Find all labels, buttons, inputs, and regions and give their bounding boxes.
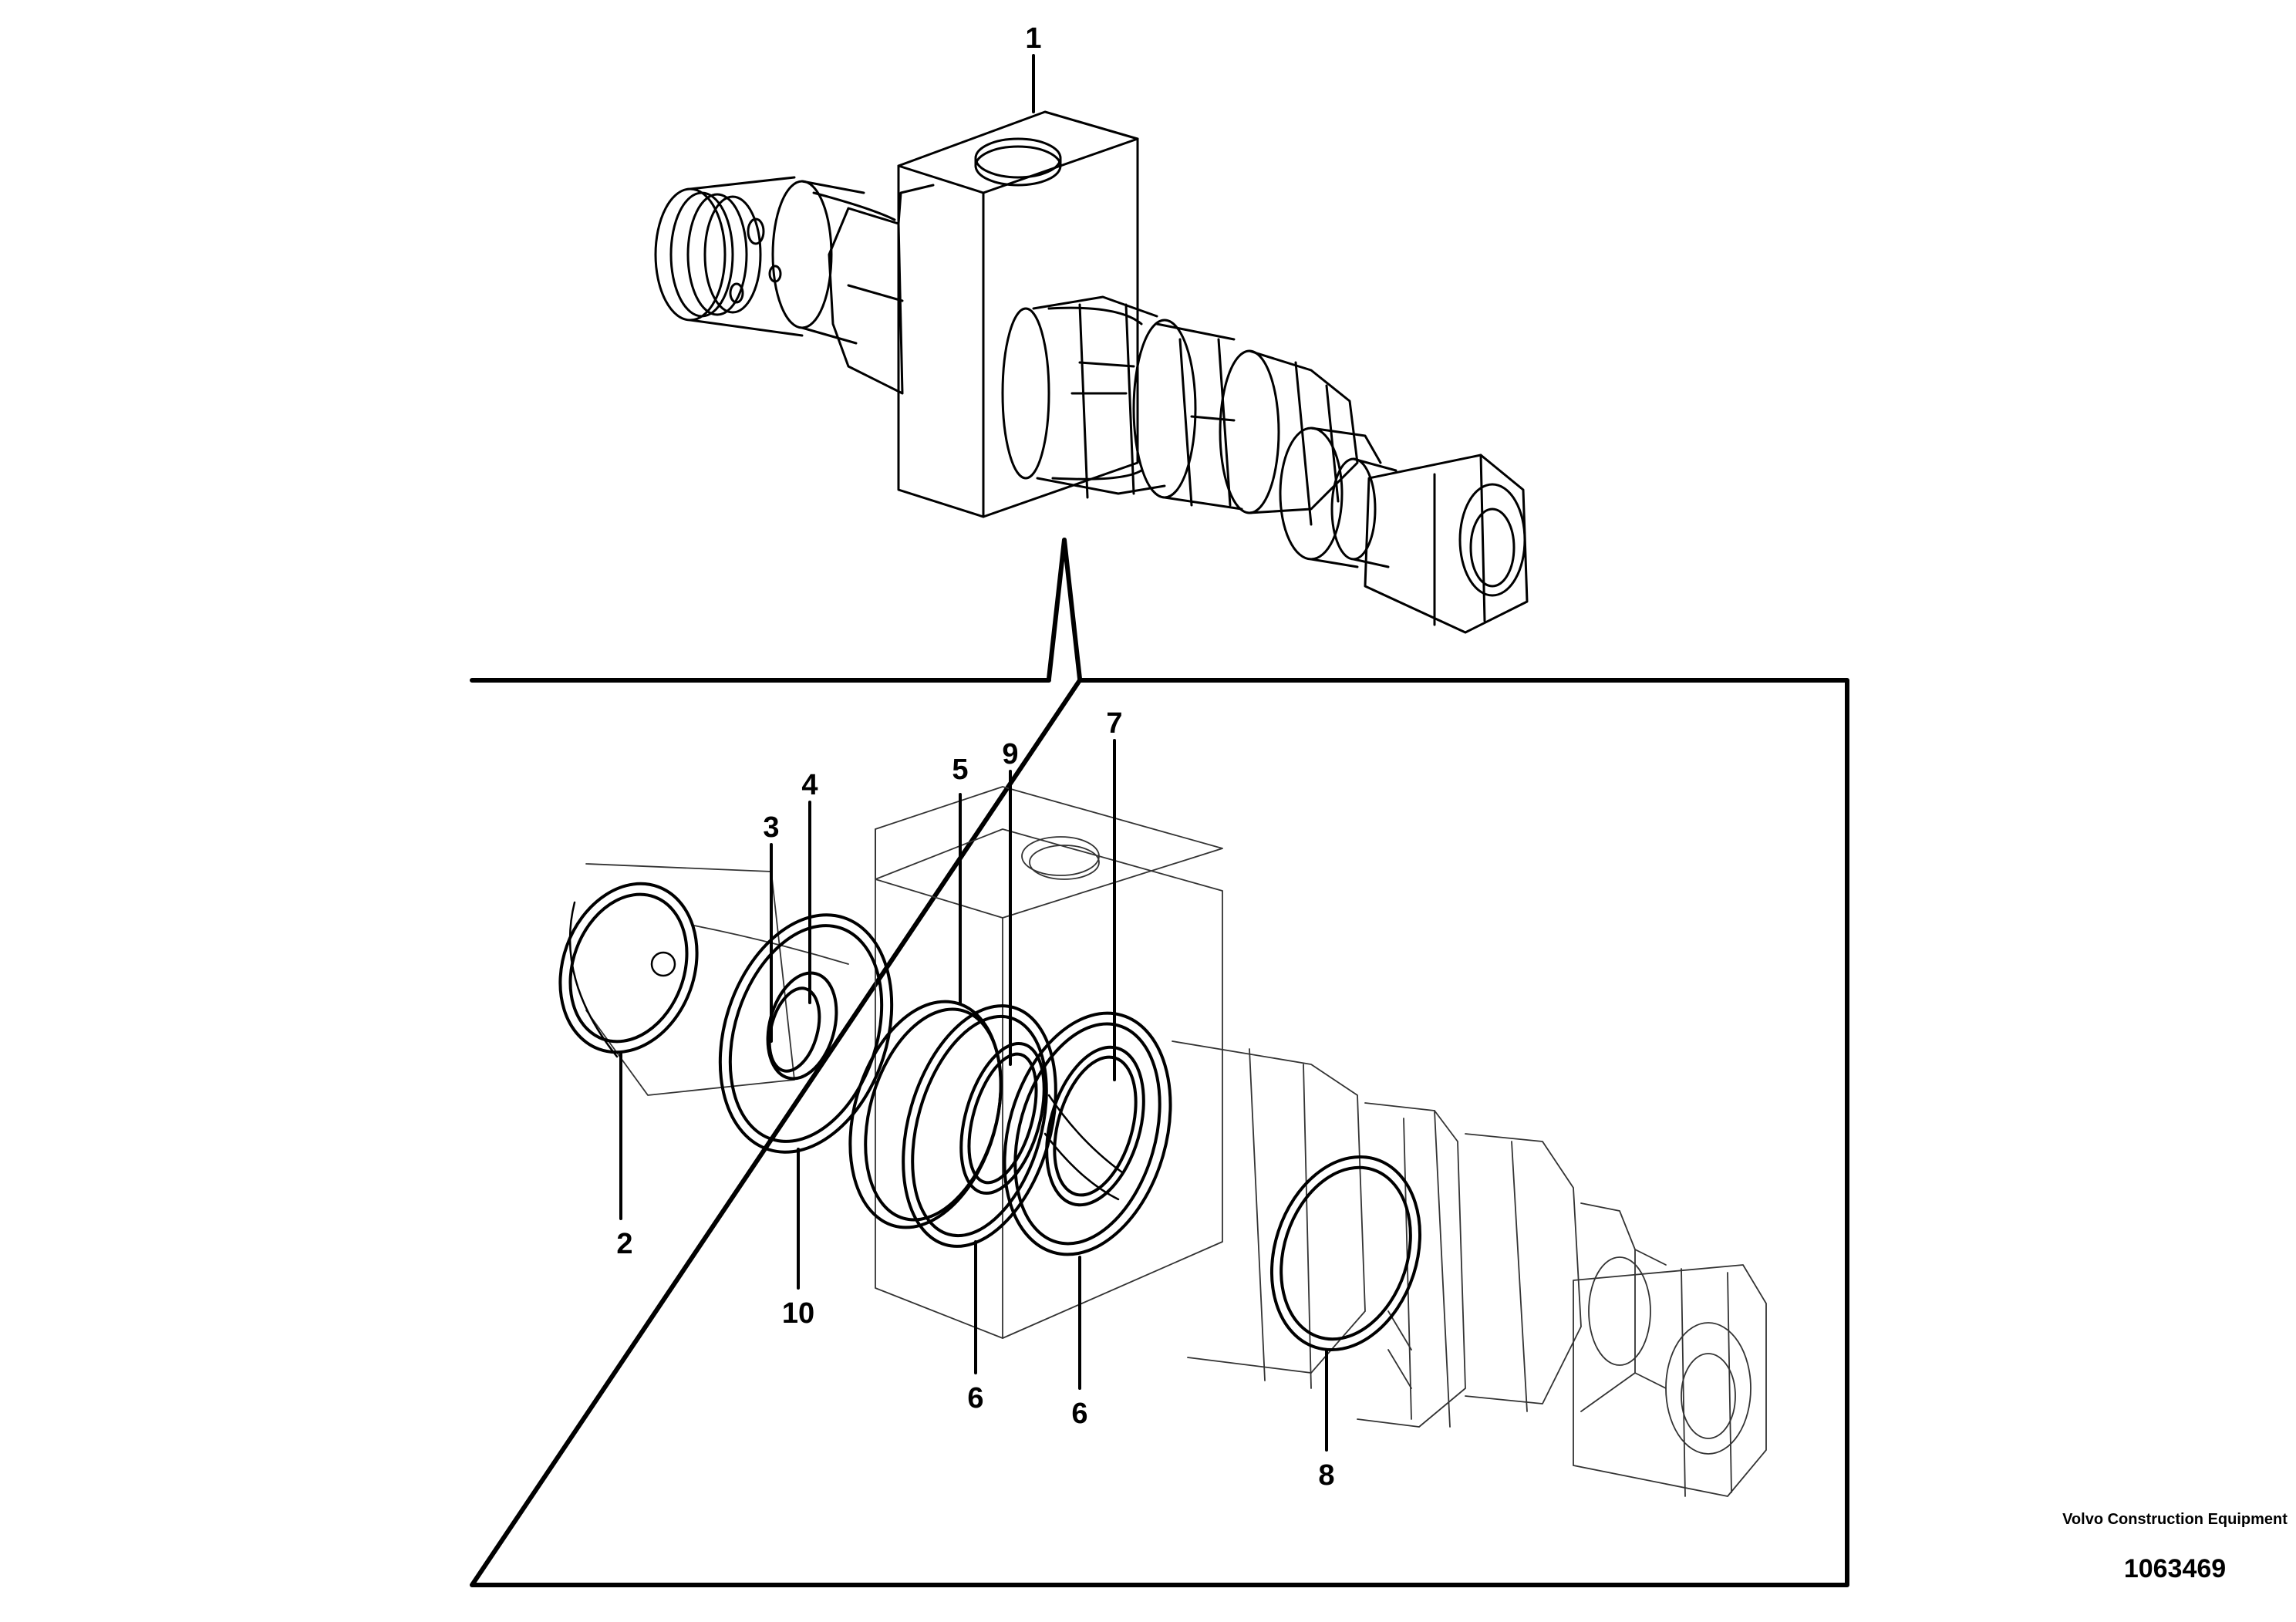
detail-pointer xyxy=(1047,538,1082,681)
valve-assembly-overview xyxy=(654,110,1529,634)
callout-5: 5 xyxy=(952,754,968,786)
leader-lines xyxy=(619,54,1328,1452)
oring-6b xyxy=(1003,1011,1172,1256)
callout-8: 8 xyxy=(1318,1459,1334,1492)
ghosted-valve-assembly xyxy=(585,786,1767,1497)
backup-ring-5 xyxy=(848,1000,1003,1229)
oring-6a xyxy=(902,1004,1057,1248)
callout-10: 10 xyxy=(782,1297,814,1330)
callout-6a: 6 xyxy=(967,1382,983,1415)
detail-frame xyxy=(470,678,1849,1587)
oring-10 xyxy=(718,913,894,1154)
callout-2: 2 xyxy=(616,1228,632,1260)
callout-6b: 6 xyxy=(1071,1398,1087,1430)
callout-labels: 1 2 3 4 5 9 7 10 6 6 8 xyxy=(616,22,1334,1492)
callout-1: 1 xyxy=(1025,22,1041,55)
callout-3: 3 xyxy=(763,811,779,844)
drawing-number: 1063469 xyxy=(2123,1554,2227,1583)
oring-2 xyxy=(558,882,699,1054)
callout-9: 9 xyxy=(1002,738,1018,771)
callout-4: 4 xyxy=(801,769,818,801)
callout-7: 7 xyxy=(1106,707,1122,740)
oring-8 xyxy=(1269,1155,1422,1352)
seal-rings xyxy=(558,882,1422,1352)
backup-ring-7 xyxy=(1045,1045,1145,1207)
publisher-credit: Volvo Construction Equipment xyxy=(2062,1511,2288,1528)
oring-9 xyxy=(959,1041,1046,1195)
